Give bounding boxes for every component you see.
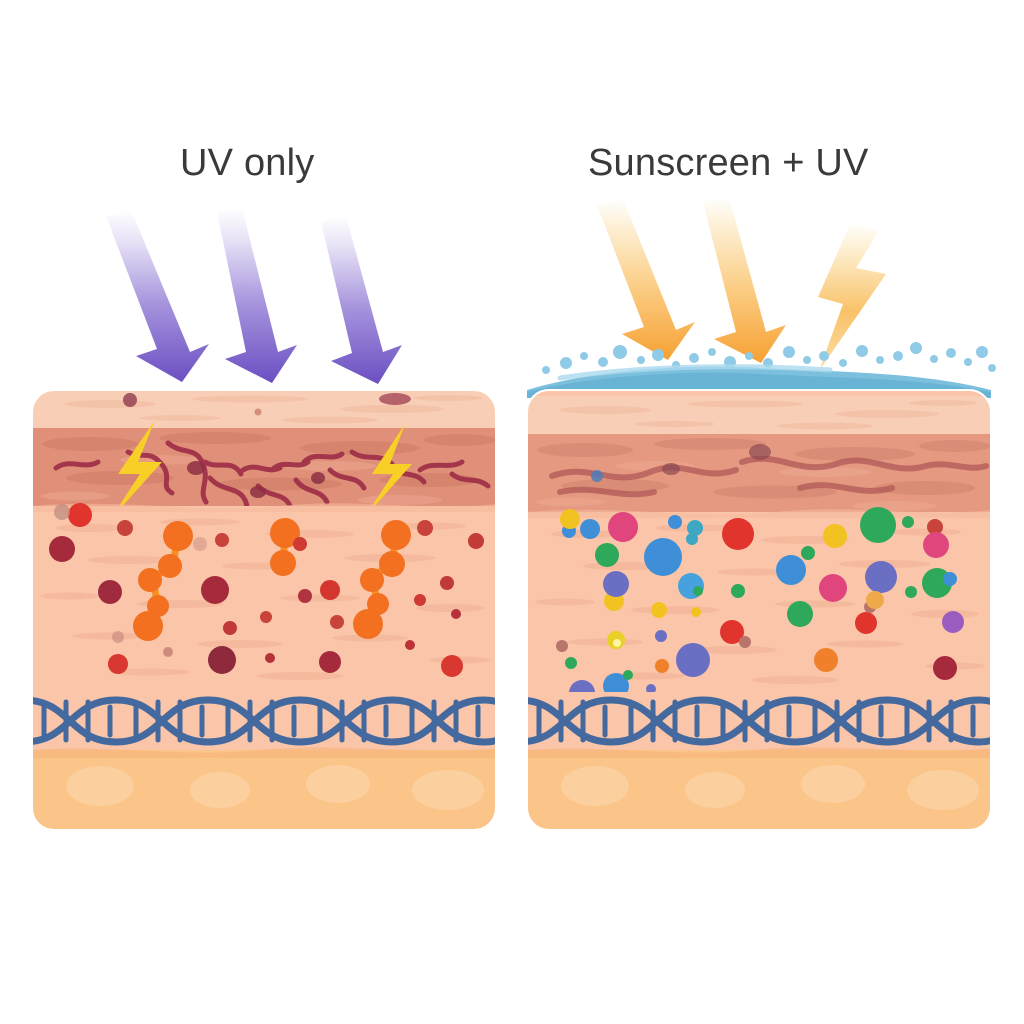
deflected-uv-bolt — [818, 222, 886, 371]
dna-helix — [32, 696, 496, 746]
layer-epidermis — [32, 390, 496, 428]
dna-helix — [527, 696, 991, 746]
uv-ray-arrow-group — [106, 208, 402, 384]
uv-ray-arrow — [106, 210, 209, 382]
panel-title-uv-only: UV only — [180, 142, 315, 184]
lightning-bolt — [364, 424, 412, 518]
layer-epidermis — [527, 396, 991, 434]
uv-ray-arrow-blocked — [703, 197, 786, 363]
collagen-fibers-intact — [549, 455, 989, 498]
layer-dermis — [527, 512, 991, 692]
damaged-cell — [49, 503, 484, 677]
lightning-bolt — [110, 420, 162, 520]
panel-uv-only — [31, 208, 497, 831]
uv-ray-arrow-blocked-group — [597, 197, 886, 371]
uv-ray-arrow — [217, 208, 297, 383]
panel-title-sunscreen-uv: Sunscreen + UV — [588, 142, 869, 184]
free-radical-cell — [133, 518, 411, 641]
panel-sunscreen-uv — [526, 197, 996, 831]
uv-ray-arrow-blocked — [597, 199, 695, 360]
fat-lobule — [66, 765, 484, 810]
fat-lobule — [561, 765, 979, 810]
uv-ray-arrow — [321, 216, 402, 384]
healthy-cell — [556, 507, 964, 722]
